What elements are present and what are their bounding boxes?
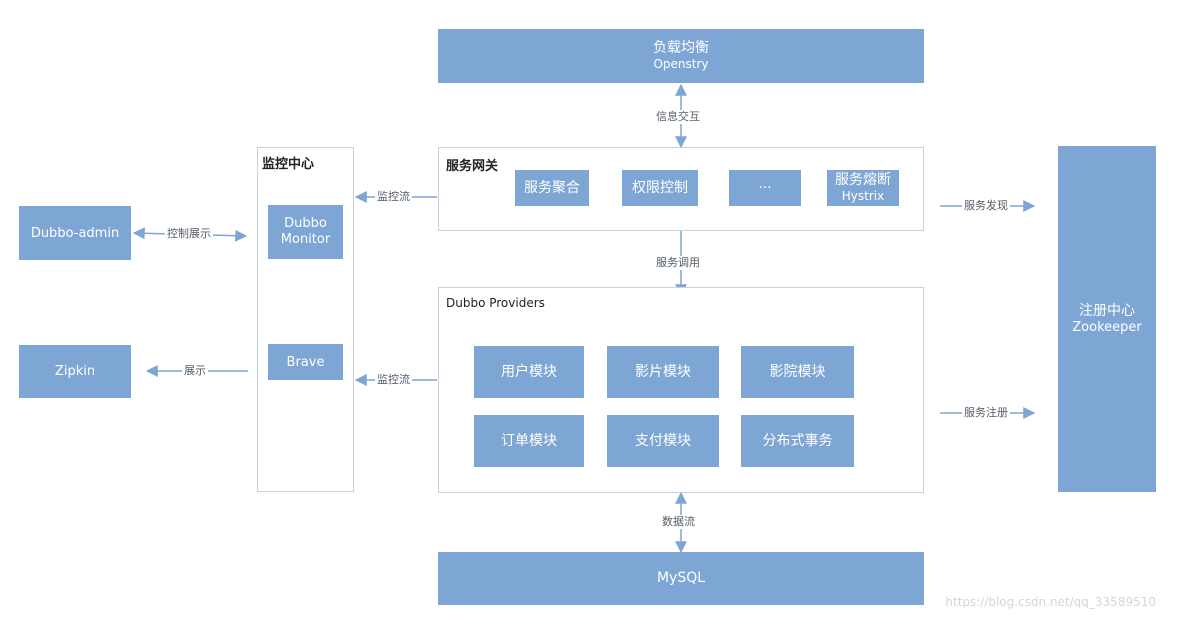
zipkin-box: Zipkin	[19, 345, 131, 398]
label-display: 展示	[182, 364, 208, 378]
dubbo-admin-box: Dubbo-admin	[19, 206, 131, 260]
label-data-flow: 数据流	[660, 515, 697, 529]
monitor-center-frame	[257, 147, 354, 492]
gateway-title: 服务网关	[446, 159, 499, 174]
module-distributed-transaction: 分布式事务	[741, 415, 854, 467]
mysql-box: MySQL	[438, 552, 924, 605]
label-info-exchange: 信息交互	[654, 110, 702, 124]
gateway-item-circuit-breaker: 服务熔断 Hystrix	[827, 170, 899, 206]
label-service-register: 服务注册	[962, 406, 1010, 420]
module-payment: 支付模块	[607, 415, 719, 467]
load-balancer-title: 负载均衡	[653, 40, 709, 56]
module-user: 用户模块	[474, 346, 584, 398]
registry-subtitle: Zookeeper	[1072, 320, 1142, 335]
label-service-discovery: 服务发现	[962, 199, 1010, 213]
label-monitor-flow-bottom: 监控流	[375, 373, 412, 387]
label-service-call: 服务调用	[654, 256, 702, 270]
module-order: 订单模块	[474, 415, 584, 467]
module-film: 影片模块	[607, 346, 719, 398]
gateway-item-aggregation: 服务聚合	[515, 170, 589, 206]
load-balancer-subtitle: Openstry	[653, 57, 709, 71]
gateway-item-more: ···	[729, 170, 801, 206]
module-cinema: 影院模块	[741, 346, 854, 398]
label-monitor-flow-top: 监控流	[375, 190, 412, 204]
dubbo-monitor-box: Dubbo Monitor	[268, 205, 343, 259]
gateway-item-auth: 权限控制	[622, 170, 698, 206]
brave-box: Brave	[268, 344, 343, 380]
registry-box: 注册中心 Zookeeper	[1058, 146, 1156, 492]
label-control-display: 控制展示	[165, 227, 213, 241]
watermark: https://blog.csdn.net/qq_33589510	[945, 595, 1156, 609]
providers-title: Dubbo Providers	[446, 296, 545, 310]
monitor-center-title: 监控中心	[262, 157, 315, 172]
load-balancer-box: 负载均衡 Openstry	[438, 29, 924, 83]
registry-title: 注册中心	[1079, 303, 1135, 319]
